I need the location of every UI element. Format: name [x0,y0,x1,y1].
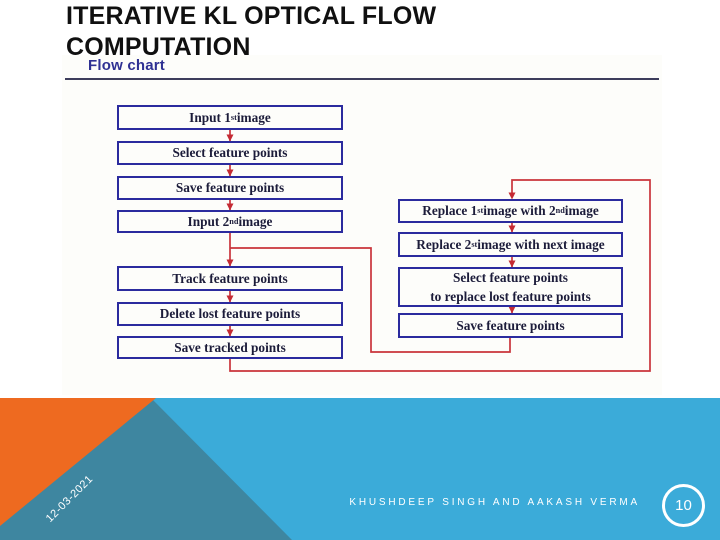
flow-node-save-feature-points: Save feature points [117,176,343,200]
loop-outer [229,179,651,372]
heading-underline [65,78,659,80]
flow-node-track-feature-points: Track feature points [117,266,343,291]
loop-inner [230,247,511,353]
flowchart-heading: Flow chart [88,57,166,74]
slide-title: ITERATIVE KL OPTICAL FLOW COMPUTATION [66,2,437,61]
page-number: 10 [675,497,692,514]
flow-node-delete-lost-points: Delete lost feature points [117,302,343,326]
authors-label: KHUSHDEEP SINGH AND AAKASH VERMA [349,497,640,508]
teal-triangle [0,398,292,540]
flow-node-save-tracked-points: Save tracked points [117,336,343,359]
flow-node-save-feature-points-right: Save feature points [398,313,623,338]
flowchart-connectors [226,130,651,372]
flow-node-select-feature-points: Select feature points [117,141,343,165]
orange-triangle [0,398,156,526]
flow-node-select-replace-lost: Select feature points to replace lost fe… [398,267,623,307]
bottom-decoration-band: 12-03-2021 KHUSHDEEP SINGH AND AAKASH VE… [0,398,720,540]
band-shapes [0,398,292,540]
page-number-badge: 10 [662,484,705,527]
